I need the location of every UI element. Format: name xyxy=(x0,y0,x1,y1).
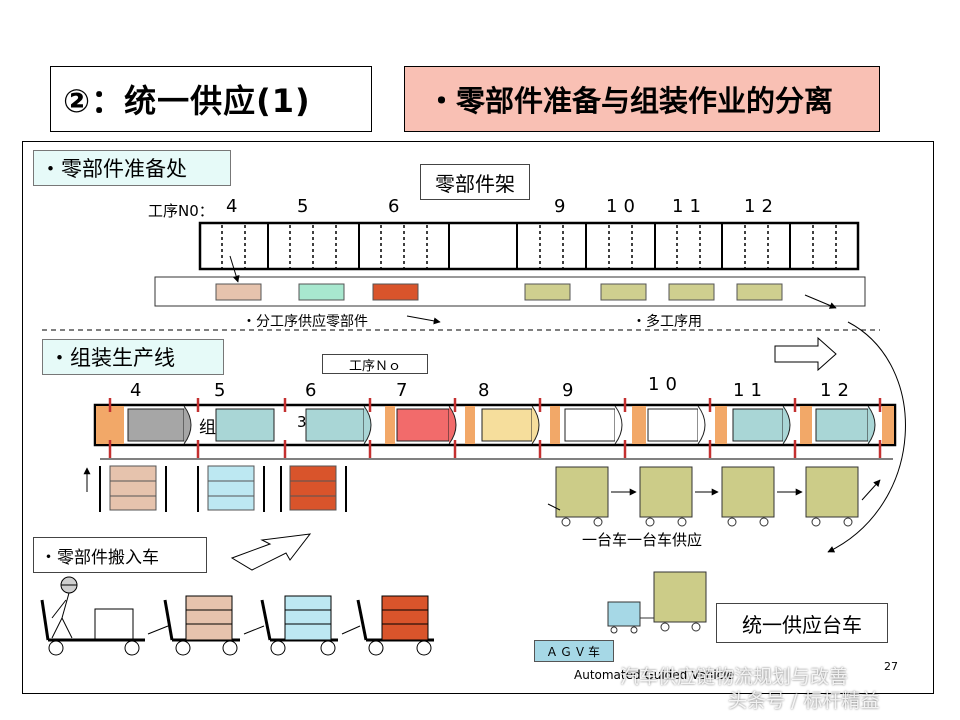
assembly-line-label: ・组装生产线 xyxy=(42,339,224,375)
parts-shelf xyxy=(198,221,860,271)
unified-cart-label: 统一供应台车 xyxy=(716,603,888,643)
left-caption: ・分工序供应零部件 xyxy=(242,314,368,330)
station-number: 10 xyxy=(648,374,683,395)
partial-label: 组 xyxy=(199,418,216,438)
watermark-line-2: 头条号 / 标杆精益 xyxy=(728,690,880,712)
right-caption: ・多工序用 xyxy=(632,314,702,330)
line-side-bins xyxy=(109,465,337,511)
agv-label: ＡＧＶ车 xyxy=(534,640,614,662)
shelf-process-number: 11 xyxy=(672,196,707,217)
supply-strip xyxy=(154,276,866,307)
station-number: 8 xyxy=(478,380,490,401)
shelf-process-number: 9 xyxy=(554,196,566,217)
shelf-process-number: 6 xyxy=(388,196,400,217)
station-number: 12 xyxy=(820,380,855,401)
section-heading: ・零部件准备与组装作业的分离 xyxy=(404,66,880,132)
station-number: 4 xyxy=(130,380,142,401)
shelf-process-number: 12 xyxy=(744,196,779,217)
diagram-frame xyxy=(22,141,934,694)
station-number: 6 xyxy=(305,380,317,401)
shelf-process-number: 5 xyxy=(297,196,309,217)
supply-carts xyxy=(555,466,859,527)
process-prefix: 工序N0： xyxy=(148,202,214,220)
watermark-line-1: 汽车供应链物流规划与改善 xyxy=(620,666,849,688)
hand-trucks xyxy=(40,576,434,656)
station-number: 5 xyxy=(214,380,226,401)
page-number: 27 xyxy=(884,660,898,673)
assembly-line xyxy=(93,398,897,458)
cart-caption: 一台车一台车供应 xyxy=(582,531,703,549)
station-number: 11 xyxy=(733,380,768,401)
shelf-process-number: 4 xyxy=(226,196,238,217)
station-number: 7 xyxy=(396,380,408,401)
agv-footer: Automated Guided Vehicle xyxy=(574,668,735,682)
shelf-process-number: 10 xyxy=(606,196,641,217)
prep-area-label: ・零部件准备处 xyxy=(33,150,231,186)
station-number: 9 xyxy=(562,380,574,401)
carrier-label: ・零部件搬入车 xyxy=(33,537,207,573)
partial-label: 3 xyxy=(297,413,307,431)
page-title: ②：统一供应(1) xyxy=(50,66,372,132)
agv-vehicle xyxy=(607,571,707,634)
shelf-label: 零部件架 xyxy=(420,164,530,200)
process-no-label: 工序Ｎｏ xyxy=(322,354,428,374)
